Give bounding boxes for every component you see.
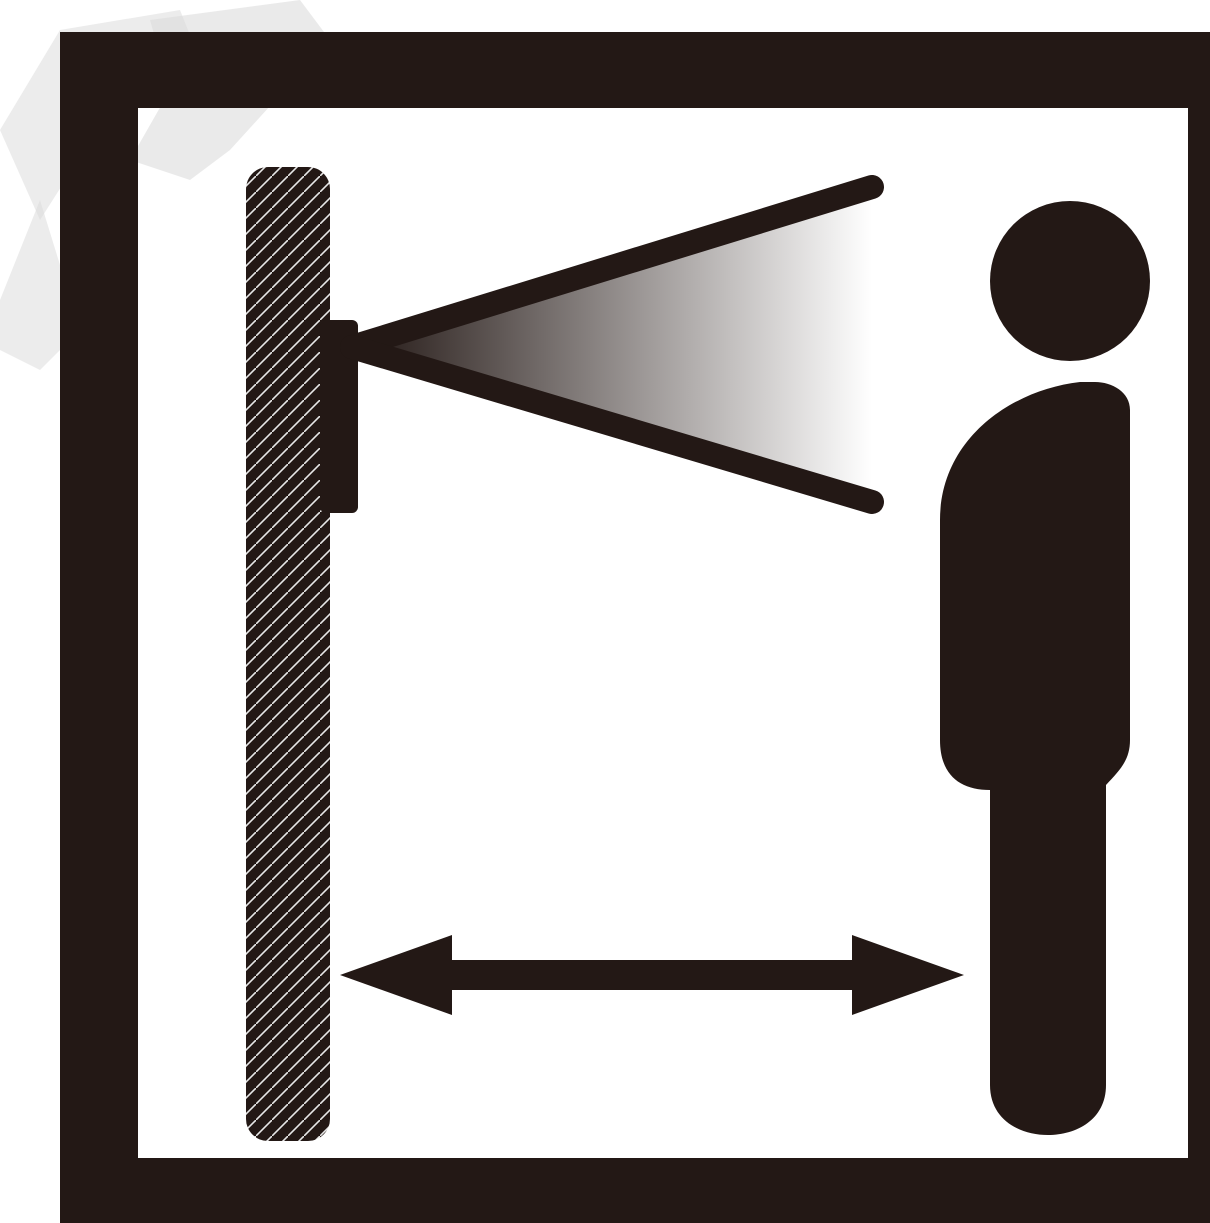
- wall: [246, 167, 330, 1141]
- arrow-shaft: [440, 960, 864, 990]
- person-head: [990, 201, 1150, 361]
